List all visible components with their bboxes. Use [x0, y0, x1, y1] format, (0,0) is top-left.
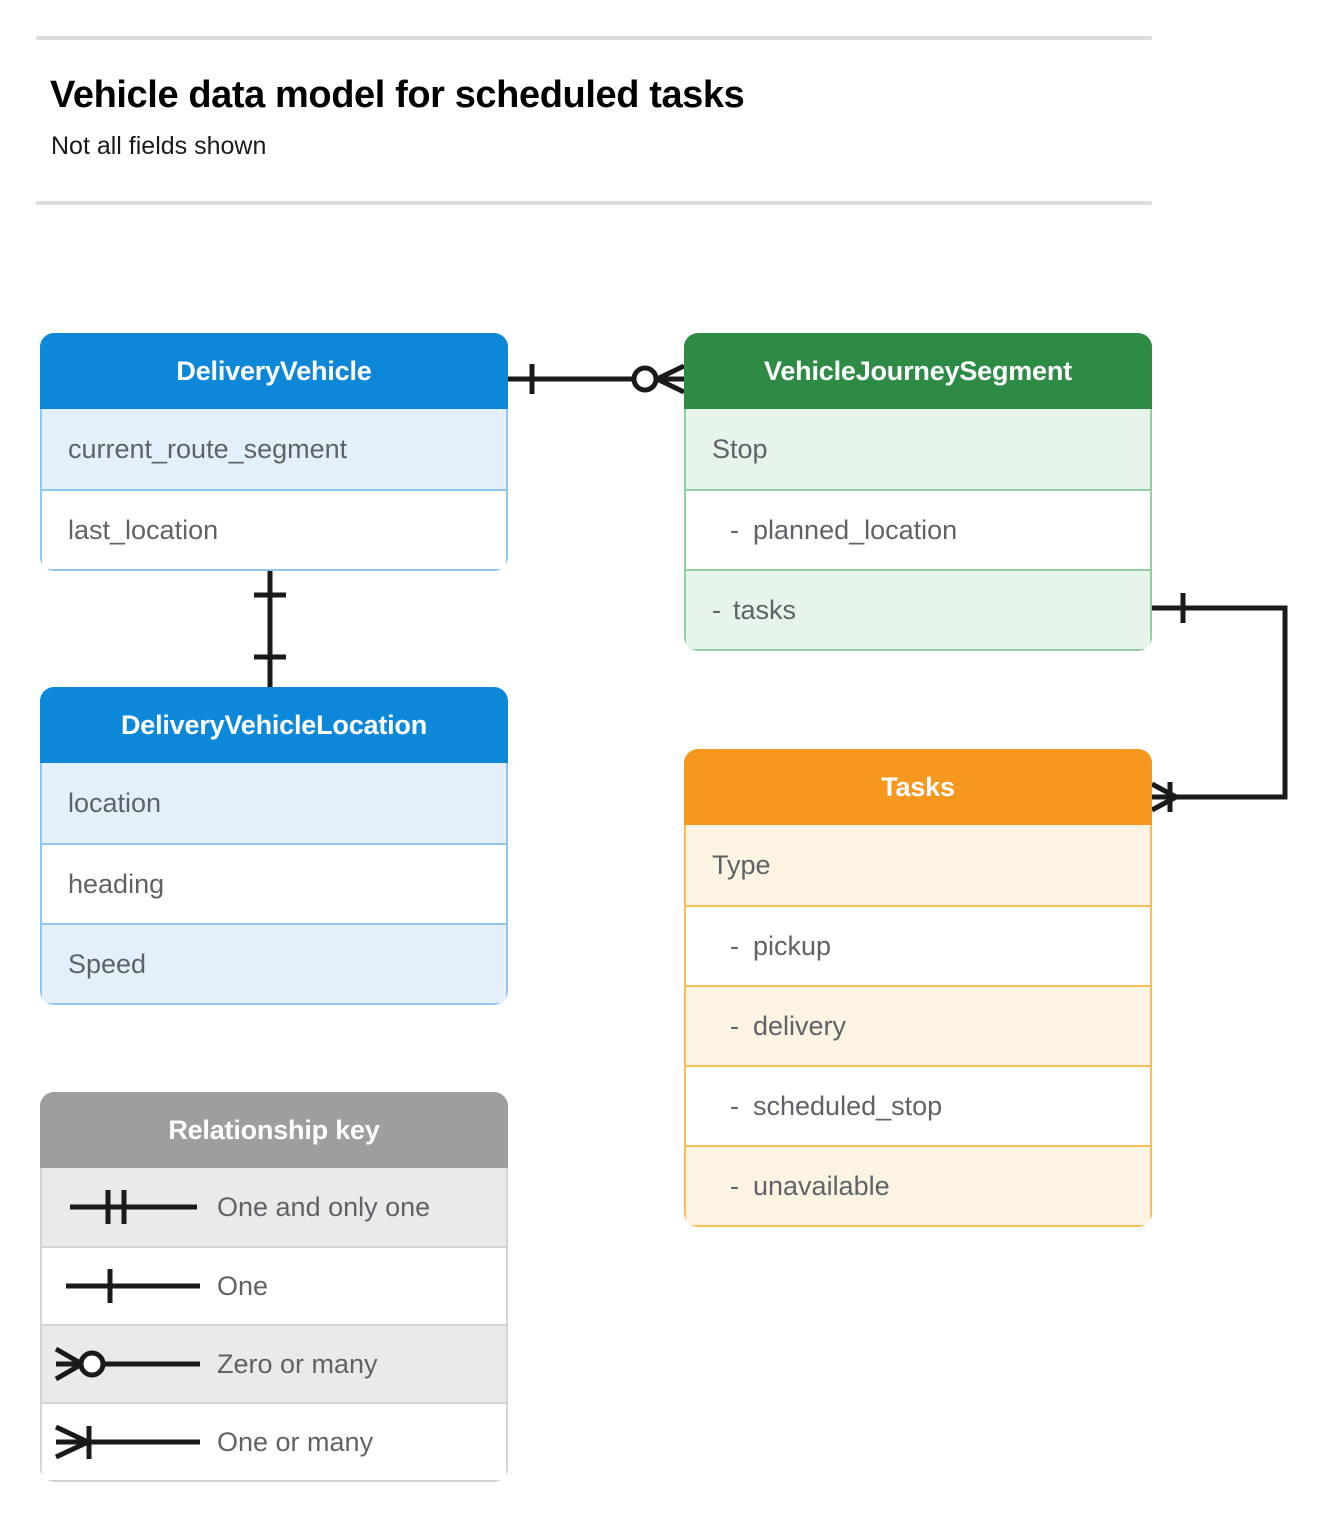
legend-rows: One and only one One [40, 1168, 508, 1482]
entity-title-vehicle-journey-segment: VehicleJourneySegment [684, 333, 1152, 409]
field-label: Speed [68, 948, 147, 979]
legend-item-label: One and only one [217, 1191, 431, 1222]
field-dash: - [730, 1010, 739, 1041]
field-label: pickup [753, 930, 832, 961]
legend-item[interactable]: One or many [42, 1402, 506, 1480]
bottom-divider [36, 201, 1152, 205]
legend-item[interactable]: One and only one [42, 1168, 506, 1246]
legend-item-label: Zero or many [217, 1348, 378, 1379]
field-dash: - [730, 514, 739, 545]
entity-fields-delivery-vehicle-location: location heading Speed [40, 763, 508, 1005]
field-row[interactable]: Stop [686, 409, 1150, 489]
legend-item-label: One [217, 1270, 269, 1301]
entity-tasks[interactable]: Tasks Type - pickup - delivery - schedul… [684, 749, 1152, 1227]
field-label: unavailable [753, 1170, 890, 1201]
legend-item-label: One or many [217, 1426, 374, 1457]
field-dash: - [730, 1090, 739, 1121]
entity-title-delivery-vehicle: DeliveryVehicle [40, 333, 508, 409]
entity-fields-vehicle-journey-segment: Stop - planned_location - tasks [684, 409, 1152, 651]
legend-item[interactable]: Zero or many [42, 1324, 506, 1402]
field-row[interactable]: - pickup [686, 905, 1150, 985]
one-icon [42, 1247, 217, 1325]
legend-relationship-key[interactable]: Relationship key One and only one [40, 1092, 508, 1482]
field-row[interactable]: - tasks [686, 569, 1150, 649]
field-label: Stop [712, 433, 768, 464]
field-row[interactable]: heading [42, 843, 506, 923]
entity-delivery-vehicle-location[interactable]: DeliveryVehicleLocation location heading… [40, 687, 508, 1005]
field-row[interactable]: location [42, 763, 506, 843]
entity-title-tasks: Tasks [684, 749, 1152, 825]
field-row[interactable]: Type [686, 825, 1150, 905]
field-label: Type [712, 849, 771, 880]
page-title: Vehicle data model for scheduled tasks [50, 74, 745, 116]
field-row[interactable]: last_location [42, 489, 506, 569]
field-label: scheduled_stop [753, 1090, 943, 1121]
field-dash: - [730, 1170, 739, 1201]
zero-or-many-icon [42, 1325, 217, 1403]
top-divider [36, 36, 1152, 40]
field-label: tasks [733, 594, 797, 625]
entity-fields-tasks: Type - pickup - delivery - scheduled_sto… [684, 825, 1152, 1227]
entity-delivery-vehicle[interactable]: DeliveryVehicle current_route_segment la… [40, 333, 508, 571]
one-or-many-icon [42, 1403, 217, 1481]
entity-vehicle-journey-segment[interactable]: VehicleJourneySegment Stop - planned_loc… [684, 333, 1152, 651]
entity-title-delivery-vehicle-location: DeliveryVehicleLocation [40, 687, 508, 763]
field-label: last_location [68, 514, 219, 545]
legend-item[interactable]: One [42, 1246, 506, 1324]
field-label: delivery [753, 1010, 847, 1041]
field-row[interactable]: - unavailable [686, 1145, 1150, 1225]
field-row[interactable]: - scheduled_stop [686, 1065, 1150, 1145]
one-and-only-one-icon [42, 1168, 217, 1246]
field-dash: - [730, 930, 739, 961]
field-label: heading [68, 868, 165, 899]
field-dash: - [712, 594, 721, 625]
field-row[interactable]: Speed [42, 923, 506, 1003]
entity-fields-delivery-vehicle: current_route_segment last_location [40, 409, 508, 571]
field-row[interactable]: - delivery [686, 985, 1150, 1065]
field-label: location [68, 787, 162, 818]
field-label: current_route_segment [68, 433, 348, 464]
field-row[interactable]: - planned_location [686, 489, 1150, 569]
page-subtitle: Not all fields shown [51, 132, 267, 160]
field-row[interactable]: current_route_segment [42, 409, 506, 489]
field-label: planned_location [753, 514, 958, 545]
legend-title: Relationship key [40, 1092, 508, 1168]
